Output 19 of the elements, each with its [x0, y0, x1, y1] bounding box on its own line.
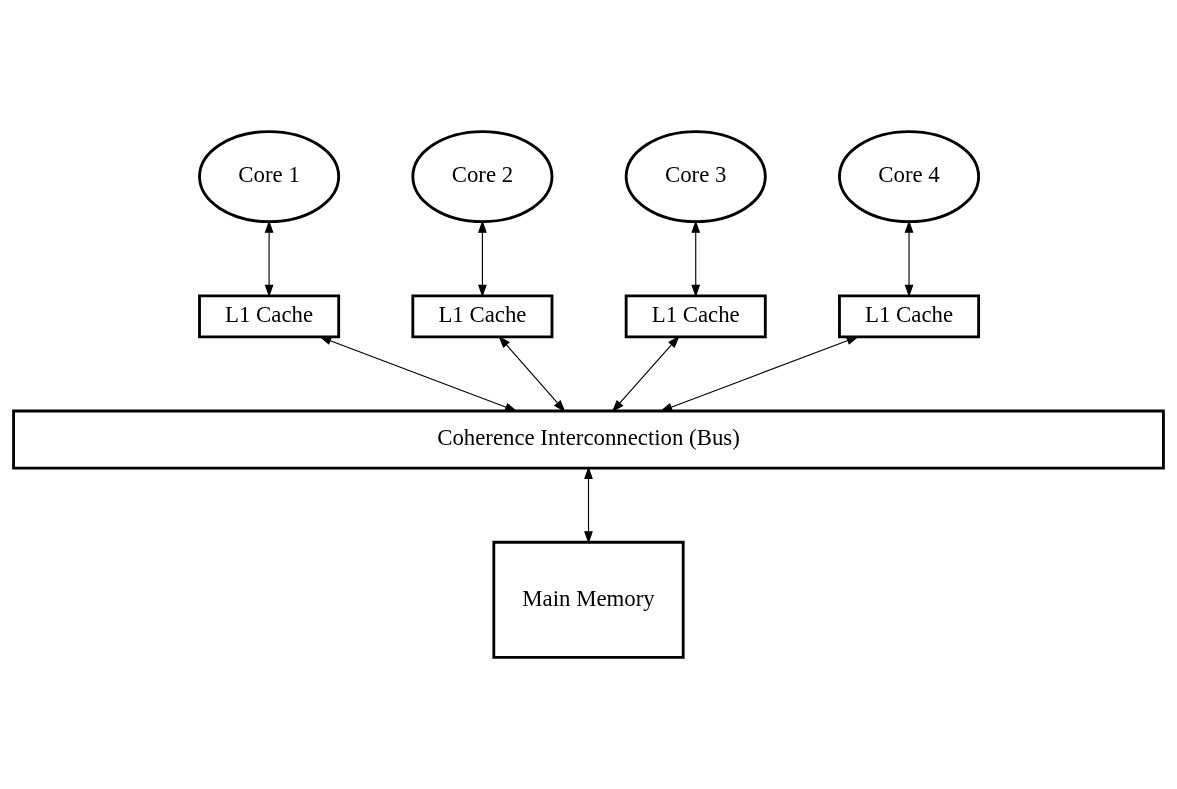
- arrow: [478, 220, 487, 298]
- arrow: [318, 336, 518, 412]
- node-ellipse: Core 4: [838, 130, 981, 224]
- node-box: L1 Cache: [198, 294, 341, 339]
- node-ellipse: Core 3: [624, 130, 767, 224]
- node-box: Coherence Interconnection (Bus): [12, 409, 1165, 470]
- node-ellipse: Core 1: [198, 130, 341, 224]
- arrow: [691, 220, 701, 298]
- arrow: [611, 335, 680, 413]
- node-box: L1 Cache: [411, 294, 554, 339]
- arrow: [904, 220, 914, 298]
- arrow: [584, 466, 593, 544]
- arrow: [498, 335, 566, 413]
- node-box: L1 Cache: [838, 294, 981, 339]
- node-ellipse: Core 2: [411, 130, 554, 224]
- arrow: [264, 220, 274, 298]
- arrow: [659, 336, 860, 412]
- node-box: L1 Cache: [624, 294, 767, 339]
- node-box: Main Memory: [492, 540, 685, 659]
